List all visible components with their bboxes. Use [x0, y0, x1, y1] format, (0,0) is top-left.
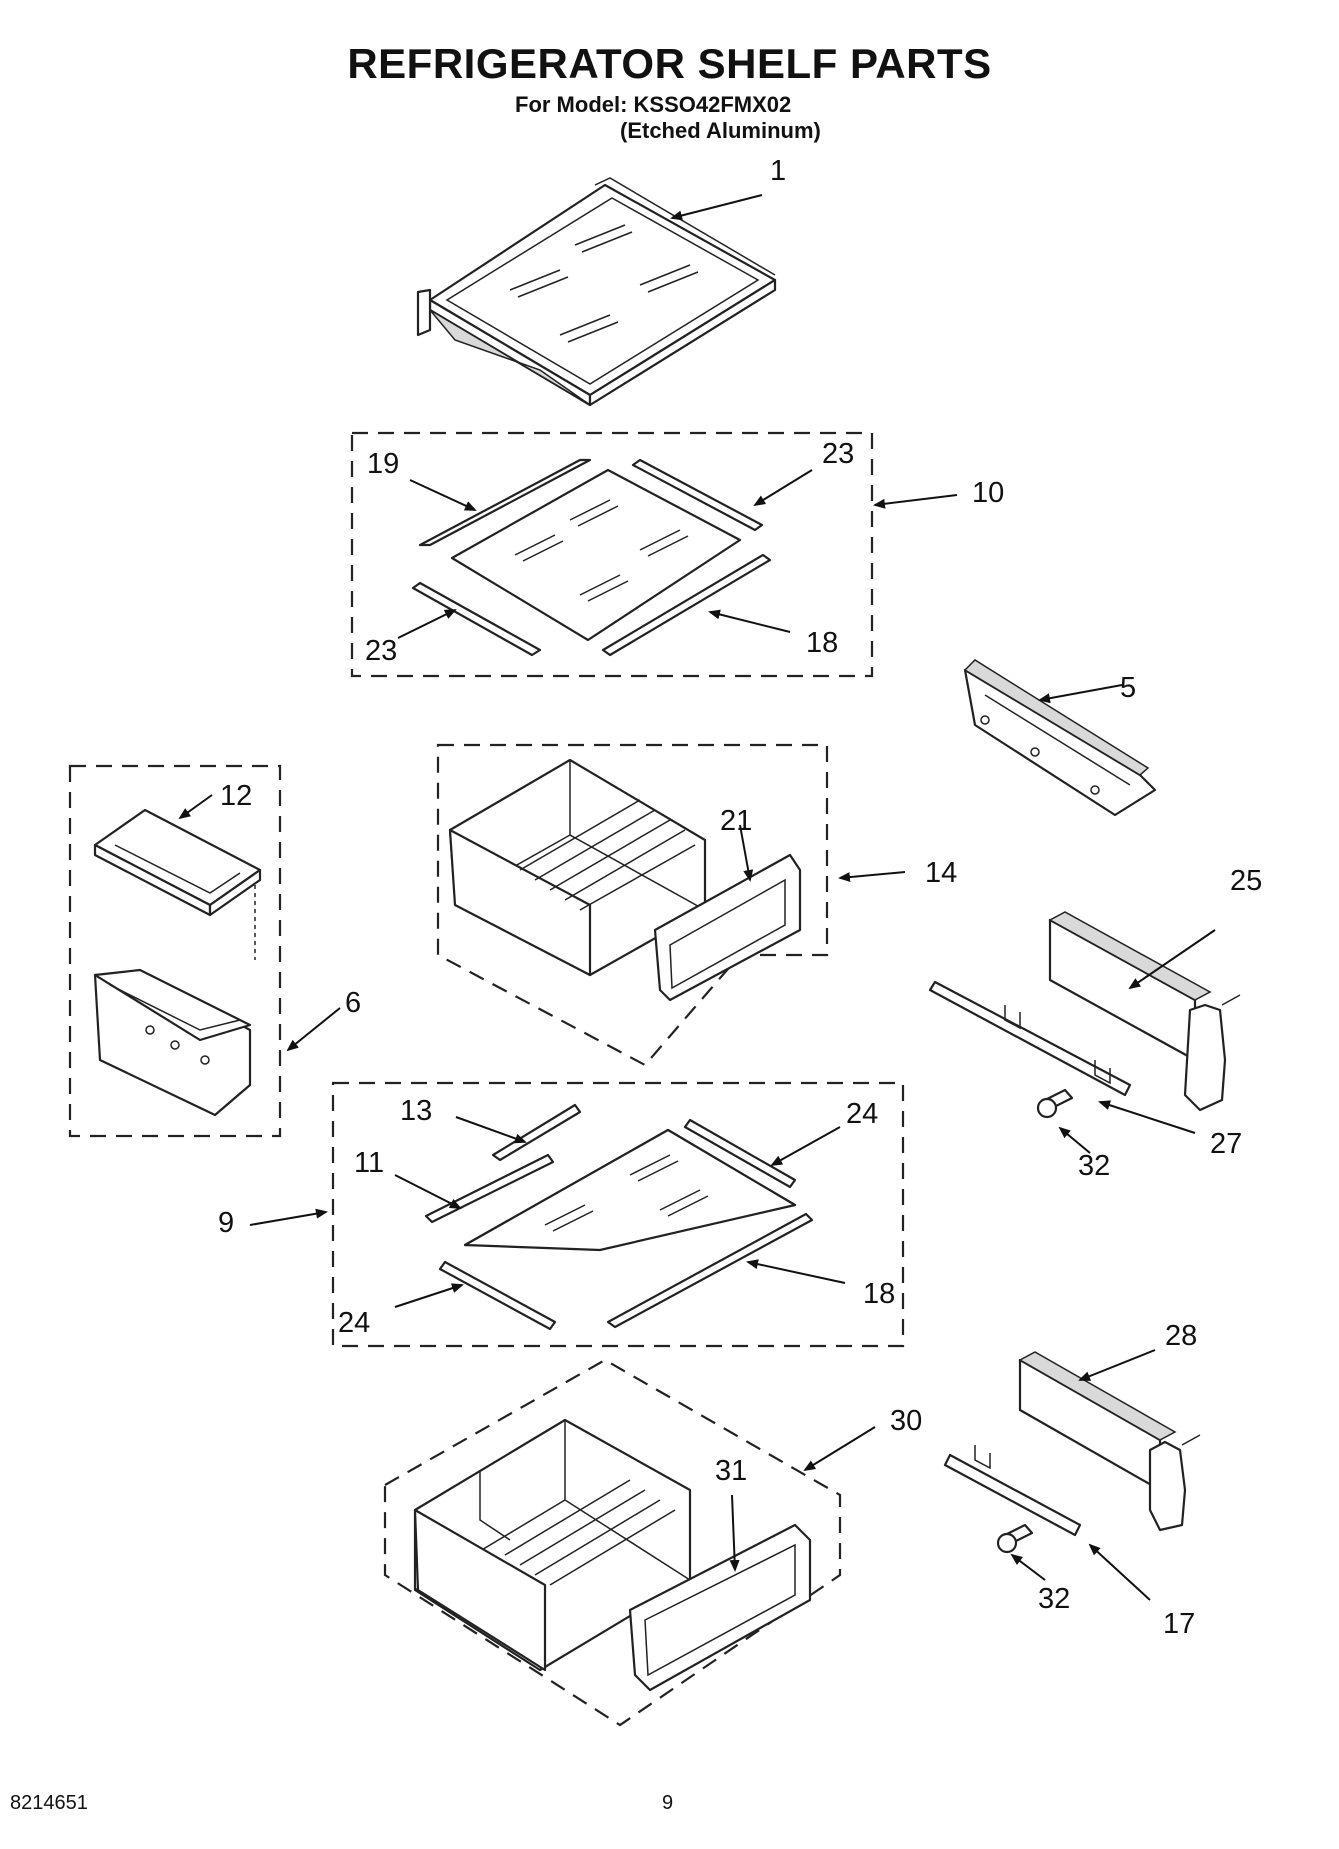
- callout-12: 12: [220, 780, 252, 812]
- callout-31: 31: [715, 1455, 747, 1487]
- glass-shelf-part-9: [424, 1103, 814, 1331]
- shelf-assembly-part-1: [416, 177, 777, 407]
- callout-17: 17: [1163, 1608, 1195, 1640]
- callout-9: 9: [218, 1207, 234, 1239]
- callout-30: 30: [890, 1405, 922, 1437]
- callout-18: 18: [863, 1278, 895, 1310]
- model-line: For Model: KSSO42FMX02: [515, 92, 792, 117]
- drawer-slide-part-28: [1018, 1351, 1201, 1532]
- callout-32: 32: [1038, 1583, 1070, 1615]
- utility-bin-part-6: [93, 968, 252, 1117]
- screw-part-32a: [1036, 1088, 1074, 1119]
- callout-21: 21: [720, 805, 752, 837]
- callout-23: 23: [822, 438, 854, 470]
- callout-23: 23: [365, 635, 397, 667]
- page-title: REFRIGERATOR SHELF PARTS: [347, 40, 992, 87]
- cover-support-part-5: [963, 659, 1157, 817]
- crisper-drawer-part-14: [448, 758, 707, 977]
- finish-line: (Etched Aluminum): [620, 118, 821, 143]
- callout-19: 19: [367, 448, 399, 480]
- callout-24: 24: [846, 1098, 878, 1130]
- drawer-slide-part-25: [1048, 911, 1241, 1112]
- callout-5: 5: [1120, 672, 1136, 704]
- assembly-box-10: [350, 431, 874, 678]
- callout-10: 10: [972, 477, 1004, 509]
- meat-drawer-part-30: [413, 1418, 692, 1672]
- callout-1: 1: [770, 155, 786, 187]
- callout-6: 6: [345, 987, 361, 1019]
- screw-part-32b: [996, 1523, 1034, 1554]
- slide-rail-part-27: [928, 980, 1132, 1097]
- bin-lid-part-12: [93, 808, 262, 917]
- callout-25: 25: [1230, 865, 1262, 897]
- assembly-box-30: [383, 1358, 842, 1727]
- callout-27: 27: [1210, 1128, 1242, 1160]
- assembly-box-6: [68, 764, 282, 1138]
- glass-shelf-part-10: [411, 458, 772, 657]
- callout-11: 11: [354, 1147, 384, 1179]
- leader-lines: [178, 194, 1216, 1601]
- meat-drawer-front-part-31: [628, 1523, 812, 1692]
- callout-13: 13: [400, 1095, 432, 1127]
- callout-14: 14: [925, 857, 957, 889]
- page-number: 9: [662, 1792, 674, 1814]
- callout-32: 32: [1078, 1150, 1110, 1182]
- crisper-front-part-21: [653, 853, 802, 1002]
- callout-24: 24: [338, 1307, 370, 1339]
- callout-28: 28: [1165, 1320, 1197, 1352]
- callout-18: 18: [806, 627, 838, 659]
- assembly-box-9: [331, 1081, 905, 1348]
- slide-rail-part-17: [943, 1445, 1082, 1537]
- document-number: 8214651: [10, 1792, 88, 1814]
- callout-labels: 1 19 23 10 23 18 5 12 21 14 25 6 13 24 1…: [218, 155, 1262, 1640]
